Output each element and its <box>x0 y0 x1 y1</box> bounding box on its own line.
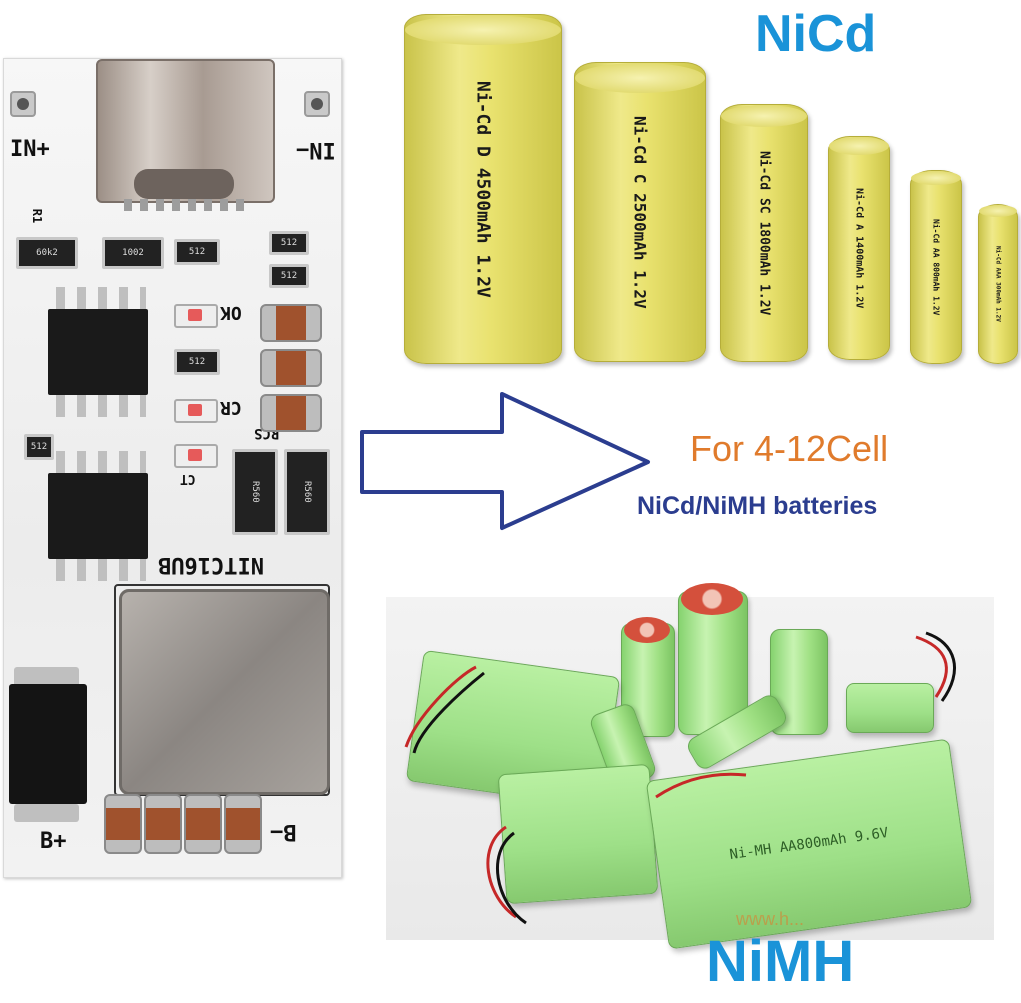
resistor: R560 <box>232 449 278 535</box>
nicd-heading: NiCd <box>755 5 877 63</box>
label-cr: CR <box>220 397 242 418</box>
charger-board-photo: IN+ IN− R1 60k2 1002 512 512 512 512 R56… <box>3 58 342 878</box>
cell-label: Ni-Cd AAA 300mAh 1.2V <box>994 246 1002 322</box>
cell-count-caption: For 4-12Cell <box>690 428 889 469</box>
nicd-cell-aaa: Ni-Cd AAA 300mAh 1.2V <box>978 204 1018 364</box>
battery-type-caption: NiCd/NiMH batteries <box>637 492 878 520</box>
nicd-cell-c: Ni-Cd C 2500mAh 1.2V <box>574 62 706 362</box>
capacitor <box>184 794 222 854</box>
model-text: NITC16UB <box>158 552 264 577</box>
diode-tab <box>14 667 79 687</box>
capacitor <box>260 349 322 387</box>
led-ok <box>174 304 218 328</box>
nimh-batteries-photo: Ni-MH AA800mAh 9.6V www.h... <box>386 583 994 950</box>
resistor: 60k2 <box>16 237 78 269</box>
cell-top <box>624 617 670 643</box>
nimh-cell <box>678 591 748 735</box>
capacitor <box>104 794 142 854</box>
label-b-plus: B+ <box>40 829 67 854</box>
label-ct: CT <box>180 471 196 486</box>
capacitor <box>224 794 262 854</box>
cell-label: Ni-Cd SC 1800mAh 1.2V <box>756 150 772 316</box>
label-r1: R1 <box>30 208 45 224</box>
cell-label: Ni-Cd A 1400mAh 1.2V <box>853 187 865 309</box>
label-in-plus: IN+ <box>10 137 50 162</box>
cell-label: Ni-Cd D 4500mAh 1.2V <box>472 80 494 298</box>
capacitor <box>144 794 182 854</box>
usb-c-pins <box>124 199 244 211</box>
resistor: 512 <box>174 349 220 375</box>
watermark-text: www.h... <box>736 909 805 929</box>
nicd-cell-a: Ni-Cd A 1400mAh 1.2V <box>828 136 890 360</box>
capacitor <box>260 304 322 342</box>
power-inductor <box>119 589 330 795</box>
led-ct <box>174 444 218 468</box>
diode-pins <box>14 804 79 822</box>
nicd-cell-sc: Ni-Cd SC 1800mAh 1.2V <box>720 104 808 362</box>
label-ok: OK <box>220 302 242 323</box>
resistor: 1002 <box>102 237 164 269</box>
schottky-diode <box>9 684 87 804</box>
label-in-minus: IN− <box>296 137 336 162</box>
ic-pins <box>56 395 146 417</box>
controller-ic <box>48 309 148 395</box>
resistor: R560 <box>284 449 330 535</box>
resistor: 512 <box>269 231 309 255</box>
usb-c-port <box>134 169 234 199</box>
resistor: 512 <box>269 264 309 288</box>
led-cr <box>174 399 218 423</box>
ic-pins <box>56 559 146 581</box>
resistor: 512 <box>174 239 220 265</box>
ic-pins <box>56 287 146 309</box>
nicd-cell-aa: Ni-Cd AA 800mAh 1.2V <box>910 170 962 364</box>
nimh-heading: NiMH <box>706 929 855 994</box>
label-b-minus: B− <box>270 819 297 844</box>
ic-pins <box>56 451 146 473</box>
cell-label: Ni-Cd AA 800mAh 1.2V <box>931 218 941 316</box>
resistor: 512 <box>24 434 54 460</box>
cell-top <box>681 583 743 615</box>
capacitor <box>260 394 322 432</box>
right-arrow-icon <box>360 392 650 530</box>
mosfet-ic <box>48 473 148 559</box>
nimh-small-pack <box>846 683 934 733</box>
mount-hole <box>10 91 36 117</box>
mount-hole <box>304 91 330 117</box>
wires <box>404 631 957 925</box>
brand-text: eletechsup <box>3 466 9 635</box>
nicd-cell-d: Ni-Cd D 4500mAh 1.2V <box>404 14 562 364</box>
cell-label: Ni-Cd C 2500mAh 1.2V <box>630 115 650 309</box>
